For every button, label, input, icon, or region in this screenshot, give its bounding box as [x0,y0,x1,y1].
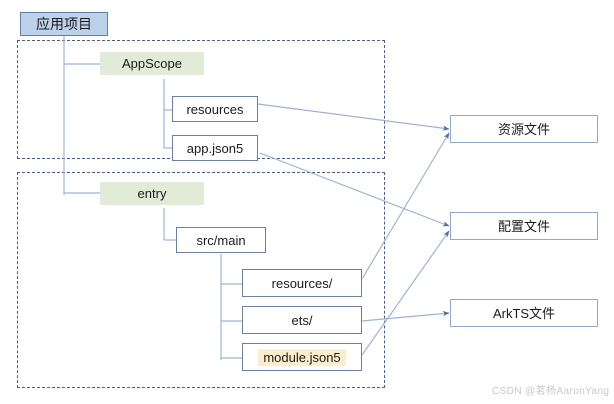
node-arkts-files[interactable]: ArkTS文件 [450,299,598,327]
node-src-main-label: src/main [196,232,246,248]
node-app-project-label: 应用项目 [36,16,92,32]
node-arkts-files-label: ArkTS文件 [492,305,556,321]
node-app-json5[interactable]: app.json5 [172,135,258,161]
node-entry-label: entry [137,186,167,201]
node-ets[interactable]: ets/ [242,306,362,334]
node-appscope-label: AppScope [122,56,182,71]
node-module-json5[interactable]: module.json5 [242,343,362,371]
node-entry-resources[interactable]: resources/ [242,269,362,297]
node-config-files[interactable]: 配置文件 [450,212,598,240]
node-resource-files[interactable]: 资源文件 [450,115,598,143]
node-app-json5-label: app.json5 [186,140,244,156]
node-entry[interactable]: entry [100,182,204,205]
node-src-main[interactable]: src/main [176,227,266,253]
node-resource-files-label: 资源文件 [497,121,550,137]
watermark: CSDN @茗杨AaronYang [492,386,610,397]
node-ets-label: ets/ [291,312,313,328]
node-module-json5-label: module.json5 [258,348,346,366]
node-config-files-label: 配置文件 [497,218,550,234]
node-entry-resources-label: resources/ [271,275,333,291]
node-app-project[interactable]: 应用项目 [20,12,108,36]
node-appscope-resources-label: resources [186,101,244,117]
node-appscope-resources[interactable]: resources [172,96,258,122]
node-appscope[interactable]: AppScope [100,52,204,75]
